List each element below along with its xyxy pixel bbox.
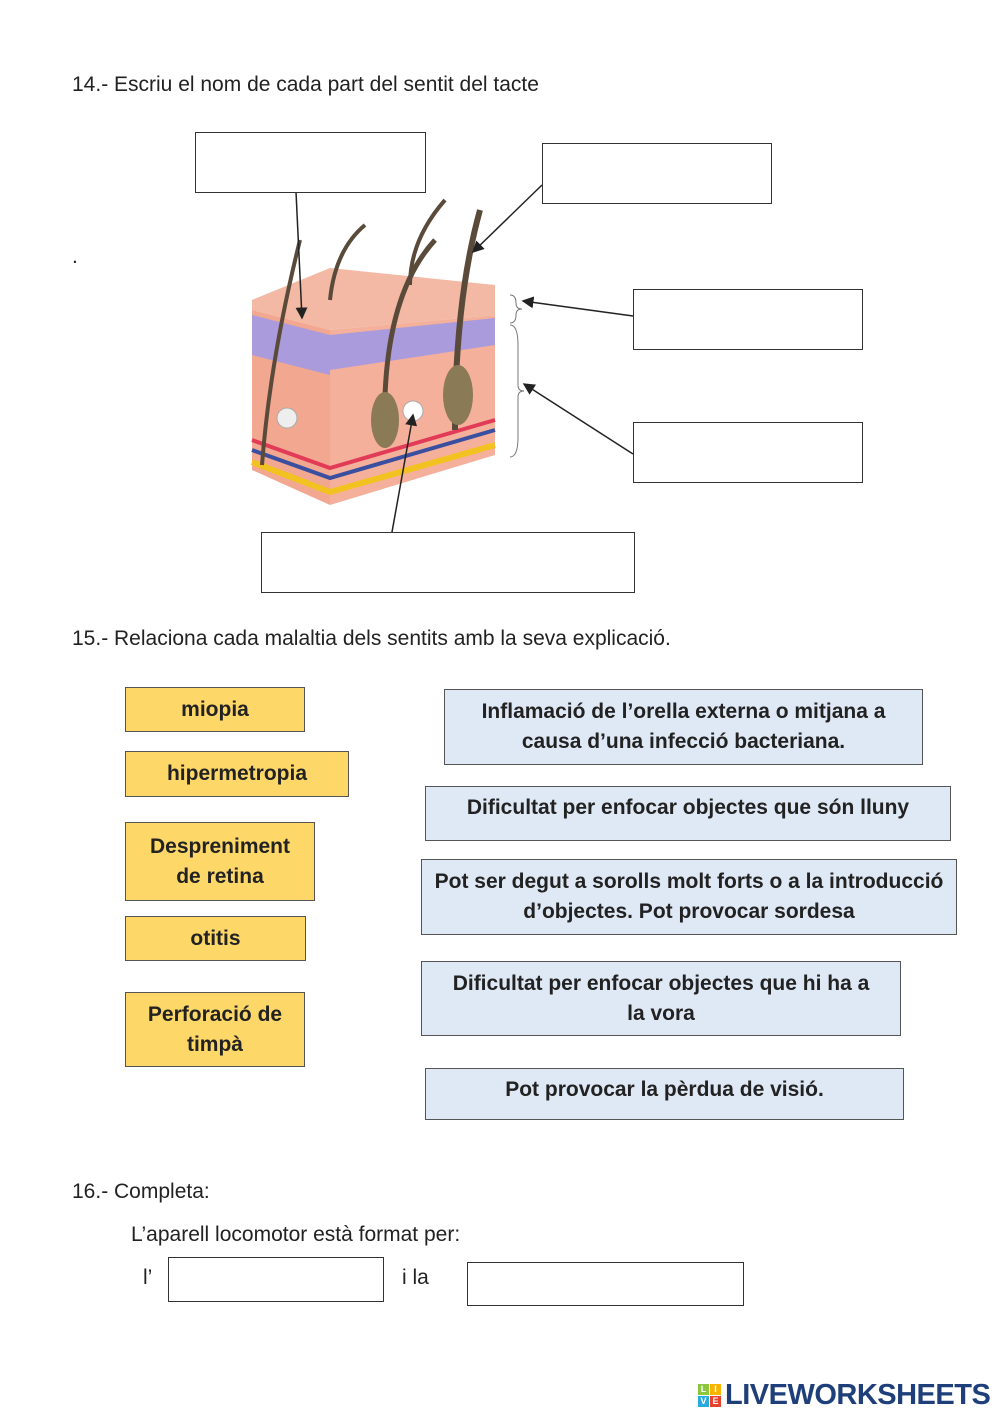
explanation-card[interactable]: Pot provocar la pèrdua de visió. [425, 1068, 904, 1120]
disease-card[interactable]: miopia [125, 687, 305, 732]
logo-icon: L I V E [698, 1384, 721, 1407]
disease-card[interactable]: Despreniment de retina [125, 822, 315, 901]
skin-block-illustration [250, 198, 525, 505]
answer-box-skeleton[interactable] [168, 1257, 384, 1302]
answer-box-nerve-receptor[interactable] [261, 532, 635, 593]
logo-letter: L [698, 1384, 709, 1395]
disease-card[interactable]: Perforació de timpà [125, 992, 305, 1067]
explanation-card[interactable]: Pot ser degut a sorolls molt forts o a l… [421, 859, 957, 935]
logo-letter: V [698, 1396, 709, 1407]
answer-box-musculature[interactable] [467, 1262, 744, 1306]
disease-card[interactable]: hipermetropia [125, 751, 349, 797]
disease-card[interactable]: otitis [125, 916, 306, 961]
question-16-title: 16.- Completa: [72, 1180, 210, 1203]
logo-letter: I [710, 1384, 721, 1395]
connector-i-la: i la [402, 1266, 429, 1289]
pointer-arrows [295, 184, 634, 533]
prefix-l: l’ [143, 1266, 153, 1289]
explanation-card[interactable]: Dificultat per enfocar objectes que hi h… [421, 961, 901, 1036]
answer-box-dermis[interactable] [633, 422, 863, 483]
question-16-sentence: L’aparell locomotor està format per: [131, 1223, 461, 1246]
answer-box-sensory-receptor[interactable] [195, 132, 426, 193]
logo-letter: E [710, 1396, 721, 1407]
liveworksheets-logo: L I V E LIVEWORKSHEETS [698, 1379, 991, 1412]
answer-box-hair[interactable] [542, 143, 772, 204]
stray-dot: . [72, 245, 78, 268]
logo-text: LIVEWORKSHEETS [725, 1379, 991, 1411]
explanation-card[interactable]: Inflamació de l’orella externa o mitjana… [444, 689, 923, 765]
question-14-title: 14.- Escriu el nom de cada part del sent… [72, 73, 539, 96]
explanation-card[interactable]: Dificultat per enfocar objectes que són … [425, 786, 951, 841]
answer-box-epidermis[interactable] [633, 289, 863, 350]
skin-diagram [250, 184, 634, 533]
question-15-title: 15.- Relaciona cada malaltia dels sentit… [72, 627, 671, 650]
